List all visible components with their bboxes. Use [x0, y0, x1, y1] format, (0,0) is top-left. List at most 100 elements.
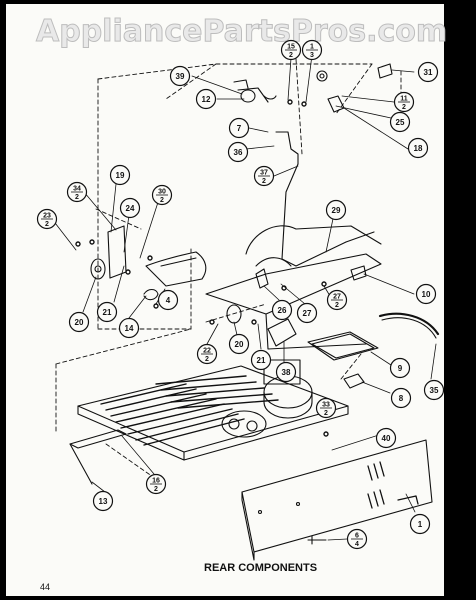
callout-c1t: 13	[301, 39, 323, 61]
callout-number: 25	[396, 118, 405, 127]
callout-number: 36	[234, 148, 243, 157]
callout-c37: 372	[253, 165, 275, 187]
small-screws	[75, 99, 329, 437]
callout-number: 18	[414, 144, 423, 153]
callout-circle	[389, 357, 411, 379]
callout-c27b: 272	[326, 289, 348, 311]
callout-c38: 38	[275, 361, 297, 383]
callout-c25: 25	[389, 111, 411, 133]
callout-c27a: 27	[296, 302, 318, 324]
callout-circle	[275, 361, 297, 383]
condenser-base-tray	[77, 359, 349, 461]
callout-number: 21	[257, 356, 266, 365]
callout-circle	[417, 61, 439, 83]
callout-c4: 4	[157, 289, 179, 311]
callout-c22: 222	[196, 343, 218, 365]
callout-quantity: 2	[45, 221, 49, 228]
callout-number: 38	[282, 368, 291, 377]
leader-lines	[51, 54, 437, 541]
callout-number: 9	[398, 364, 403, 373]
binder-hole-top	[449, 62, 464, 77]
callout-quantity: 2	[324, 410, 328, 417]
callout-circle	[390, 387, 412, 409]
callout-quantity: 4	[355, 541, 359, 548]
callout-number: 30	[158, 189, 166, 196]
callout-c21b: 21	[250, 349, 272, 371]
callout-c23a: 232	[36, 208, 58, 230]
callout-circle	[228, 117, 250, 139]
callout-c35: 35	[423, 379, 444, 401]
callout-c26: 26	[271, 299, 293, 321]
callout-number: 10	[422, 290, 431, 299]
callout-number: 21	[103, 308, 112, 317]
callout-c20a: 20	[68, 311, 90, 333]
callout-c31: 31	[417, 61, 439, 83]
callout-circle	[228, 333, 250, 355]
callout-quantity: 2	[205, 356, 209, 363]
callout-quantity: 2	[75, 194, 79, 201]
callout-circle	[407, 137, 429, 159]
callout-c12: 12	[195, 88, 217, 110]
callout-number: 31	[424, 68, 433, 77]
callout-number: 13	[99, 497, 108, 506]
callout-quantity: 3	[310, 52, 314, 59]
valve-39	[233, 79, 256, 103]
callout-circle	[250, 349, 272, 371]
binder-hole-bottom	[449, 516, 464, 531]
callout-c21a: 21	[96, 301, 118, 323]
callout-number: 6	[355, 533, 359, 540]
upper-tubing	[237, 87, 375, 267]
callout-c9: 9	[389, 357, 411, 379]
callout-c13: 13	[92, 490, 114, 512]
callout-number: 37	[260, 170, 268, 177]
callout-c1b: 1	[409, 513, 431, 535]
callout-c40: 40	[375, 427, 397, 449]
callout-quantity: 2	[402, 104, 406, 111]
callout-number: 15	[287, 44, 295, 51]
callout-circle	[409, 513, 431, 535]
exploded-parts-diagram: 3912152133111225736183721934230223224291…	[36, 39, 444, 561]
callout-c30: 302	[151, 184, 173, 206]
callout-c8: 8	[390, 387, 412, 409]
callout-number: 33	[322, 402, 330, 409]
callout-number: 22	[203, 348, 211, 355]
part-14	[143, 288, 159, 301]
callout-c14: 14	[118, 317, 140, 339]
callout-quantity: 2	[262, 178, 266, 185]
callout-quantity: 2	[289, 52, 293, 59]
callout-number: 11	[400, 96, 408, 103]
callout-circle	[119, 197, 141, 219]
callout-c7: 7	[228, 117, 250, 139]
bracket-13	[69, 429, 127, 485]
bracket-38	[267, 318, 297, 347]
heater-strip	[378, 312, 440, 336]
callout-number: 19	[116, 171, 125, 180]
callout-number: 27	[303, 309, 312, 318]
callout-c6: 64	[346, 528, 368, 550]
callout-number: 39	[176, 72, 185, 81]
callout-c24: 24	[119, 197, 141, 219]
diagram-caption: REAR COMPONENTS	[204, 562, 318, 574]
callout-c29: 29	[325, 199, 347, 221]
callout-c15: 152	[280, 39, 302, 61]
callout-circle	[68, 311, 90, 333]
callout-number: 24	[126, 204, 135, 213]
callout-c16: 162	[145, 473, 167, 495]
callout-number: 27	[333, 294, 341, 301]
binder-hole-middle	[449, 288, 464, 303]
callout-number: 34	[73, 186, 81, 193]
callout-quantity: 2	[160, 197, 164, 204]
evaporator-housing	[205, 225, 382, 350]
callout-number: 35	[430, 386, 439, 395]
callout-circle	[375, 427, 397, 449]
callout-circle	[271, 299, 293, 321]
callout-number: 20	[235, 340, 244, 349]
callout-number: 29	[332, 206, 341, 215]
callout-circle	[389, 111, 411, 133]
drain-pan	[307, 331, 379, 361]
callout-number: 26	[278, 306, 287, 315]
part-26	[255, 268, 269, 289]
callout-c39: 39	[169, 65, 191, 87]
callout-circle	[325, 199, 347, 221]
